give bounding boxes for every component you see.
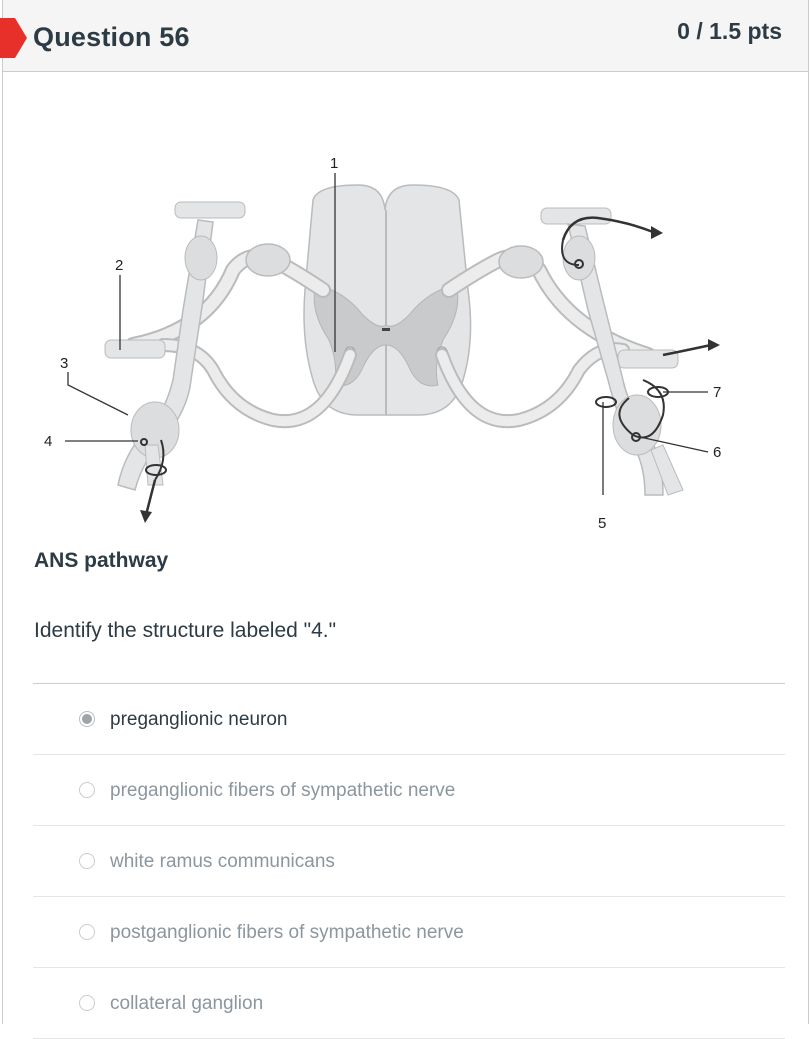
- answer-label: white ramus communicans: [110, 851, 335, 872]
- radio-icon[interactable]: [79, 924, 95, 940]
- label-3: 3: [60, 355, 68, 372]
- question-header: Question 56 0 / 1.5 pts: [0, 0, 808, 72]
- answer-option[interactable]: white ramus communicans: [33, 826, 785, 897]
- label-1: 1: [330, 155, 338, 172]
- answer-option[interactable]: postganglionic fibers of sympathetic ner…: [33, 897, 785, 968]
- left-sympathetic-chain: [117, 201, 246, 523]
- radio-icon[interactable]: [79, 853, 95, 869]
- question-title: Question 56: [33, 22, 190, 52]
- question-points: 0 / 1.5 pts: [677, 18, 782, 44]
- label-2: 2: [115, 257, 123, 274]
- radio-icon[interactable]: [79, 995, 95, 1011]
- ans-pathway-diagram: 1 2 3 4 5 6 7: [44, 155, 721, 532]
- radio-selected-icon[interactable]: [79, 711, 95, 727]
- radio-icon[interactable]: [79, 782, 95, 798]
- question-prompt: Identify the structure labeled "4.": [34, 619, 337, 642]
- right-sympathetic-chain: [540, 207, 720, 496]
- answer-label: preganglionic fibers of sympathetic nerv…: [110, 780, 456, 801]
- figure-caption: ANS pathway: [34, 549, 169, 572]
- answer-label: preganglionic neuron: [110, 709, 288, 730]
- answer-option[interactable]: collateral ganglion: [33, 968, 785, 1039]
- label-7: 7: [713, 384, 721, 401]
- answer-option[interactable]: preganglionic neuron: [33, 684, 785, 755]
- leader-lines: [65, 173, 709, 495]
- answer-label: collateral ganglion: [110, 993, 264, 1014]
- label-5: 5: [598, 515, 606, 532]
- answer-option[interactable]: preganglionic fibers of sympathetic nerv…: [33, 755, 785, 826]
- answer-list: preganglionic neuron preganglionic fiber…: [33, 683, 785, 1039]
- label-4: 4: [44, 433, 52, 450]
- flag-icon[interactable]: [0, 18, 27, 58]
- answer-label: postganglionic fibers of sympathetic ner…: [110, 922, 464, 943]
- label-6: 6: [713, 444, 721, 461]
